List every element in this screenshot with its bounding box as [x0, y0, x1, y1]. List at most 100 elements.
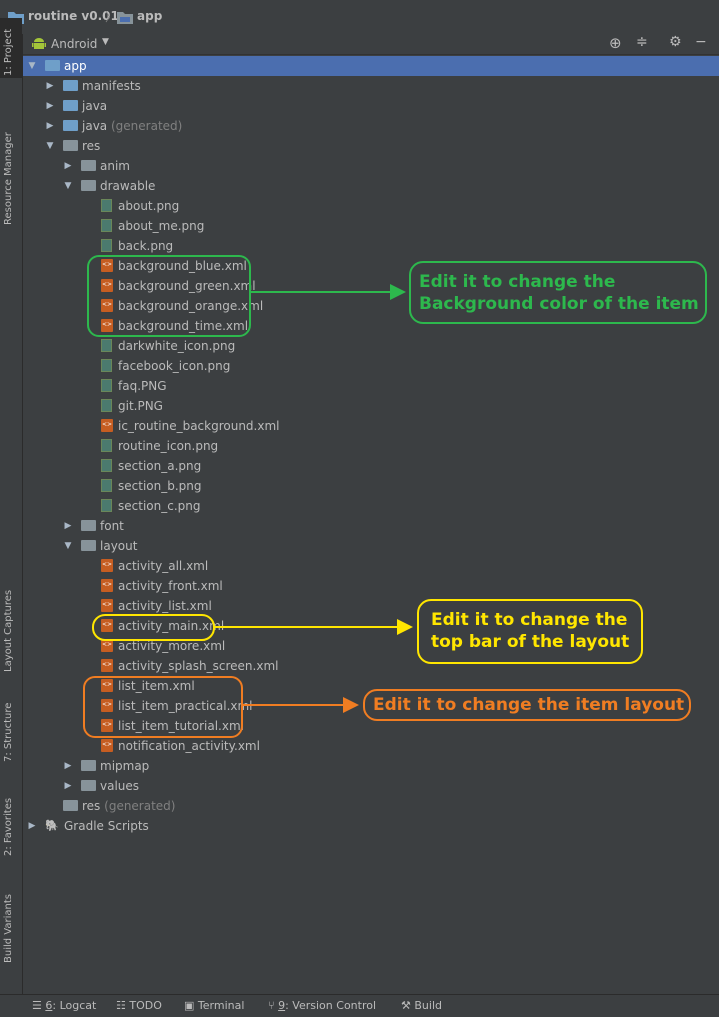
tree-item-res[interactable]: res (generated)	[23, 796, 719, 816]
view-mode-selector[interactable]: Android	[51, 37, 98, 51]
tree-item-routine-icon-png[interactable]: routine_icon.png	[23, 436, 719, 456]
collapse-arrow-icon[interactable]: ▶	[64, 161, 72, 171]
tree-item-list-item-practical-xml[interactable]: list_item_practical.xml	[23, 696, 719, 716]
tree-item-java[interactable]: ▶java (generated)	[23, 116, 719, 136]
tree-item-label: about.png	[118, 199, 180, 213]
expand-arrow-icon[interactable]: ▼	[64, 541, 72, 551]
tab-terminal[interactable]: ▣ Terminal	[184, 999, 244, 1012]
tree-item-faq-png[interactable]: faq.PNG	[23, 376, 719, 396]
tab-logcat[interactable]: ☰ 6: Logcat	[32, 999, 96, 1012]
tree-item-background-blue-xml[interactable]: background_blue.xml	[23, 256, 719, 276]
tab-version-control[interactable]: ⑂ 9: Version Control	[268, 999, 376, 1012]
hide-icon[interactable]: −	[695, 34, 707, 50]
tree-item-background-green-xml[interactable]: background_green.xml	[23, 276, 719, 296]
tree-item-activity-splash-screen-xml[interactable]: activity_splash_screen.xml	[23, 656, 719, 676]
expand-arrow-icon[interactable]: ▼	[28, 61, 36, 71]
tree-item-mipmap[interactable]: ▶mipmap	[23, 756, 719, 776]
tree-item-label: Gradle Scripts	[64, 819, 149, 833]
tree-item-gradle-scripts[interactable]: ▶🐘Gradle Scripts	[23, 816, 719, 836]
resources-folder-icon	[63, 800, 78, 811]
tree-item-label: drawable	[100, 179, 156, 193]
gear-icon[interactable]: ⚙	[669, 34, 682, 50]
tree-item-list-item-xml[interactable]: list_item.xml	[23, 676, 719, 696]
tree-item-git-png[interactable]: git.PNG	[23, 396, 719, 416]
tree-item-section-a-png[interactable]: section_a.png	[23, 456, 719, 476]
tree-item-java[interactable]: ▶java	[23, 96, 719, 116]
tree-item-activity-all-xml[interactable]: activity_all.xml	[23, 556, 719, 576]
locate-icon[interactable]: ⊕	[609, 34, 622, 52]
tree-item-activity-more-xml[interactable]: activity_more.xml	[23, 636, 719, 656]
image-file-icon	[101, 239, 112, 252]
tree-item-font[interactable]: ▶font	[23, 516, 719, 536]
tree-item-label: section_b.png	[118, 479, 202, 493]
sidebar-tab-1-project[interactable]: 1: Project	[0, 18, 22, 78]
collapse-arrow-icon[interactable]: ▶	[64, 521, 72, 531]
tree-item-facebook-icon-png[interactable]: facebook_icon.png	[23, 356, 719, 376]
tree-item-background-time-xml[interactable]: background_time.xml	[23, 316, 719, 336]
expand-arrow-icon[interactable]: ▼	[46, 141, 54, 151]
tree-item-anim[interactable]: ▶anim	[23, 156, 719, 176]
collapse-arrow-icon[interactable]: ▶	[46, 81, 54, 91]
breadcrumb-module[interactable]: app	[137, 9, 163, 23]
folder-icon	[81, 540, 96, 551]
tree-item-drawable[interactable]: ▼ drawable	[23, 176, 719, 196]
tree-item-list-item-tutorial-xml[interactable]: list_item_tutorial.xml	[23, 716, 719, 736]
tree-item-label: background_time.xml	[118, 319, 249, 333]
vcs-label: : Version Control	[285, 999, 377, 1012]
xml-file-icon	[101, 699, 113, 712]
tree-item-layout[interactable]: ▼ layout	[23, 536, 719, 556]
hammer-icon: ⚒	[401, 999, 411, 1012]
tree-item-manifests[interactable]: ▶manifests	[23, 76, 719, 96]
tree-item-label: list_item_tutorial.xml	[118, 719, 244, 733]
collapse-arrow-icon[interactable]: ▶	[46, 121, 54, 131]
tree-item-label: background_blue.xml	[118, 259, 247, 273]
tree-item-about-png[interactable]: about.png	[23, 196, 719, 216]
xml-file-icon	[101, 579, 113, 592]
image-file-icon	[101, 359, 112, 372]
collapse-arrow-icon[interactable]: ▶	[64, 761, 72, 771]
vcs-shortcut: 9	[278, 999, 286, 1012]
breadcrumb-project[interactable]: routine v0.01	[28, 9, 119, 23]
tree-item-app[interactable]: ▼app	[23, 56, 719, 76]
tree-item-darkwhite-icon-png[interactable]: darkwhite_icon.png	[23, 336, 719, 356]
android-icon	[32, 38, 46, 49]
tree-item-back-png[interactable]: back.png	[23, 236, 719, 256]
chevron-down-icon[interactable]: ▼	[102, 37, 109, 47]
tree-item-notification-activity-xml[interactable]: notification_activity.xml	[23, 736, 719, 756]
collapse-all-icon[interactable]: ≑	[636, 34, 648, 50]
topbar-callout-line1: Edit it to change the	[431, 610, 628, 630]
tab-todo[interactable]: ☷ TODO	[116, 999, 162, 1012]
tree-item-res[interactable]: ▼ res	[23, 136, 719, 156]
tree-item-about-me-png[interactable]: about_me.png	[23, 216, 719, 236]
xml-file-icon	[101, 319, 113, 332]
tab-build[interactable]: ⚒ Build	[401, 999, 442, 1012]
version-control-icon: ⑂	[268, 999, 275, 1012]
collapse-arrow-icon[interactable]: ▶	[46, 101, 54, 111]
tree-item-activity-list-xml[interactable]: activity_list.xml	[23, 596, 719, 616]
image-file-icon	[101, 499, 112, 512]
tree-item-section-c-png[interactable]: section_c.png	[23, 496, 719, 516]
xml-file-icon	[101, 279, 113, 292]
xml-file-icon	[101, 659, 113, 672]
tree-item-label: res	[82, 139, 101, 153]
tree-item-ic-routine-background-xml[interactable]: ic_routine_background.xml	[23, 416, 719, 436]
folder-icon	[63, 120, 78, 131]
todo-label: TODO	[129, 999, 162, 1012]
tree-item-activity-front-xml[interactable]: activity_front.xml	[23, 576, 719, 596]
expand-arrow-icon[interactable]: ▼	[64, 181, 72, 191]
image-file-icon	[101, 399, 112, 412]
bottom-tool-window-bar: ☰ 6: Logcat ☷ TODO ▣ Terminal ⑂ 9: Versi…	[0, 994, 719, 1017]
tree-item-section-b-png[interactable]: section_b.png	[23, 476, 719, 496]
xml-file-icon	[101, 259, 113, 272]
collapse-arrow-icon[interactable]: ▶	[64, 781, 72, 791]
image-file-icon	[101, 219, 112, 232]
collapse-arrow-icon[interactable]: ▶	[28, 821, 36, 831]
topbar-callout-line2: top bar of the layout	[431, 632, 630, 652]
tree-item-label: layout	[100, 539, 138, 553]
tree-item-values[interactable]: ▶values	[23, 776, 719, 796]
build-label: Build	[414, 999, 442, 1012]
tree-item-background-orange-xml[interactable]: background_orange.xml	[23, 296, 719, 316]
folder-icon	[45, 60, 60, 71]
